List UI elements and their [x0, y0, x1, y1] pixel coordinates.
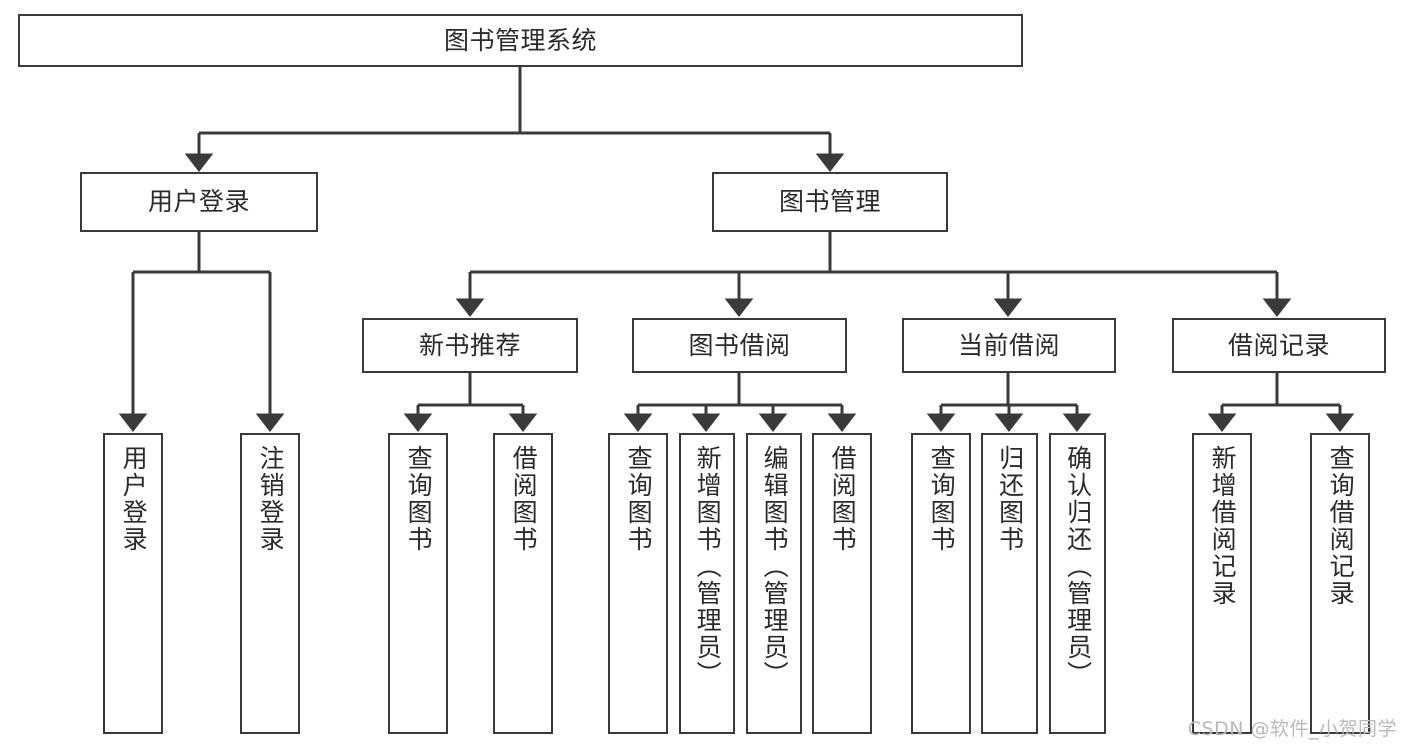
node-leaf-user-login-label: 用户登录	[119, 445, 149, 553]
node-leaf-borrow-book-1[interactable]: 借阅图书	[493, 433, 553, 734]
node-book-borrow[interactable]: 图书借阅	[632, 318, 847, 373]
node-leaf-confirm-return[interactable]: 确认归还（管理员）	[1049, 433, 1106, 734]
node-book-borrow-label: 图书借阅	[688, 330, 791, 360]
node-leaf-query-book-3[interactable]: 查询图书	[911, 433, 971, 734]
node-leaf-add-book[interactable]: 新增图书（管理员）	[679, 433, 735, 734]
node-leaf-return-book-label: 归还图书	[995, 445, 1025, 553]
node-borrow-record-label: 借阅记录	[1227, 330, 1330, 360]
node-current-borrow-label: 当前借阅	[957, 330, 1060, 360]
node-leaf-logout-login-label: 注销登录	[256, 445, 286, 553]
node-leaf-user-login[interactable]: 用户登录	[103, 433, 163, 734]
node-leaf-add-record-label: 新增借阅记录	[1208, 445, 1238, 607]
node-user-login[interactable]: 用户登录	[80, 172, 318, 232]
node-leaf-add-record[interactable]: 新增借阅记录	[1192, 433, 1252, 734]
node-leaf-query-record[interactable]: 查询借阅记录	[1310, 433, 1370, 734]
node-user-login-label: 用户登录	[147, 187, 250, 217]
node-leaf-query-book-2[interactable]: 查询图书	[608, 433, 668, 734]
node-new-book-recommend-label: 新书推荐	[418, 330, 521, 360]
watermark-text: CSDN @软件_小贺同学	[1187, 718, 1397, 740]
node-borrow-record[interactable]: 借阅记录	[1172, 318, 1386, 373]
node-leaf-confirm-return-label: 确认归还（管理员）	[1063, 445, 1093, 688]
node-root[interactable]: 图书管理系统	[18, 14, 1023, 67]
node-leaf-query-book-1-label: 查询图书	[404, 445, 434, 553]
node-leaf-logout-login[interactable]: 注销登录	[240, 433, 300, 734]
node-new-book-recommend[interactable]: 新书推荐	[362, 318, 578, 373]
node-leaf-edit-book[interactable]: 编辑图书（管理员）	[746, 433, 802, 734]
node-leaf-borrow-book-2-label: 借阅图书	[828, 445, 858, 553]
node-leaf-query-record-label: 查询借阅记录	[1326, 445, 1356, 607]
node-leaf-add-book-label: 新增图书（管理员）	[693, 445, 723, 688]
node-leaf-query-book-2-label: 查询图书	[624, 445, 654, 553]
node-current-borrow[interactable]: 当前借阅	[902, 318, 1116, 373]
node-leaf-query-book-3-label: 查询图书	[927, 445, 957, 553]
node-leaf-borrow-book-1-label: 借阅图书	[509, 445, 539, 553]
node-root-label: 图书管理系统	[443, 25, 597, 55]
node-leaf-return-book[interactable]: 归还图书	[981, 433, 1038, 734]
node-book-manage-label: 图书管理	[778, 187, 881, 217]
node-book-manage[interactable]: 图书管理	[712, 172, 948, 232]
node-leaf-borrow-book-2[interactable]: 借阅图书	[812, 433, 872, 734]
node-leaf-edit-book-label: 编辑图书（管理员）	[760, 445, 790, 688]
node-leaf-query-book-1[interactable]: 查询图书	[388, 433, 448, 734]
